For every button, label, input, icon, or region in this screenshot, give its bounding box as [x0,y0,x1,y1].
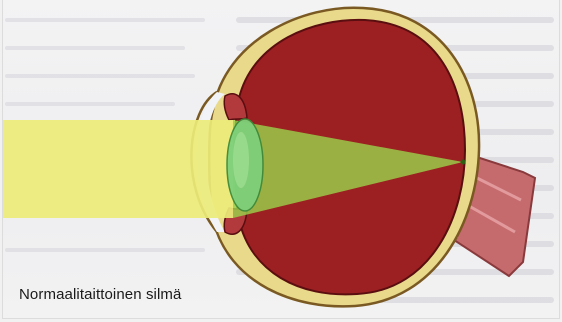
focal-point [461,160,466,165]
diagram-caption: Normaalitaittoinen silmä [19,286,181,303]
page-background: Normaalitaittoinen silmä [3,0,559,318]
eye-diagram [3,0,559,318]
incoming-light-beam [3,120,233,218]
